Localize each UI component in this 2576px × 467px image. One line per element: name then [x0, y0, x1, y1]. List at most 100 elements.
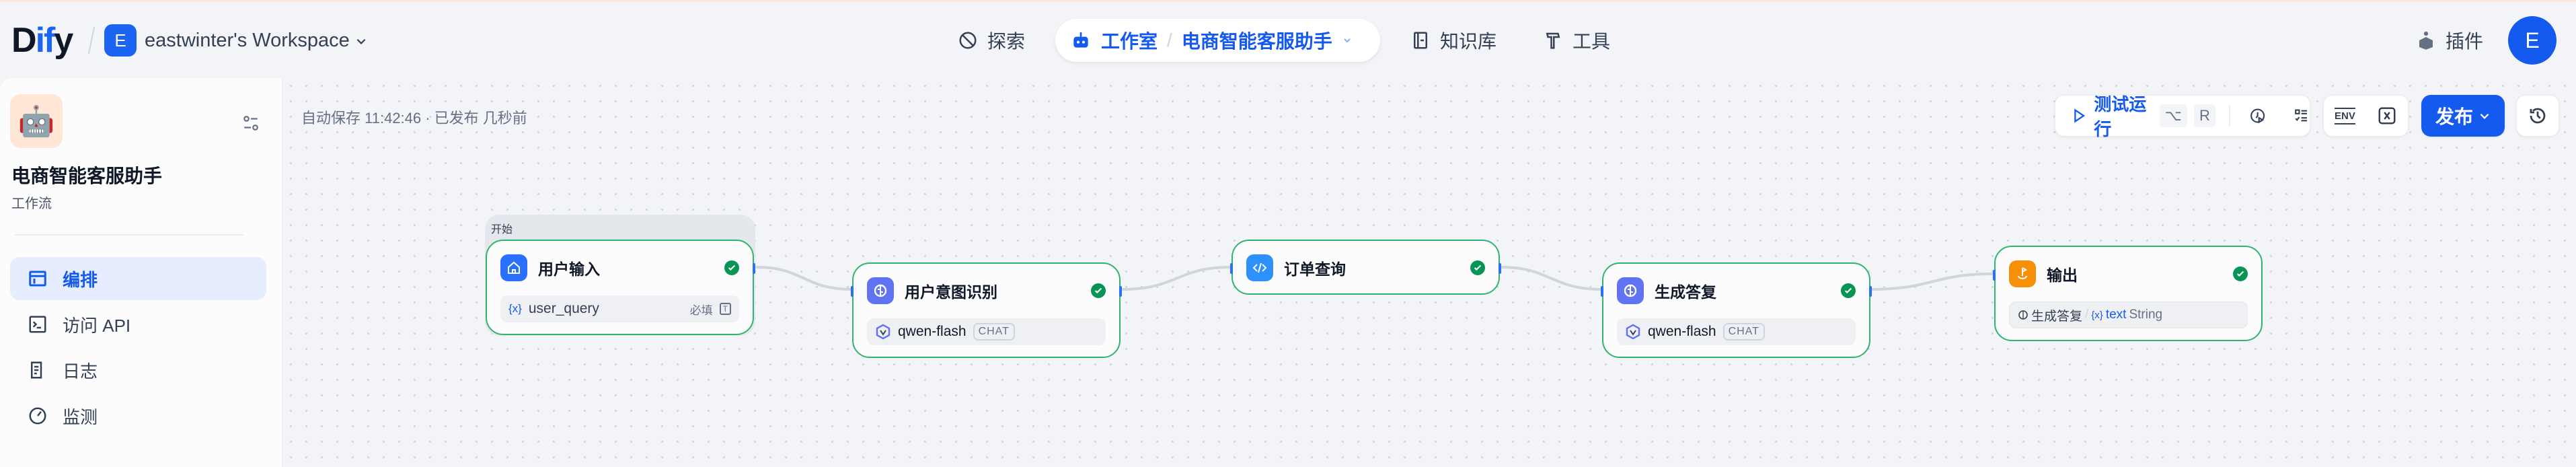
publish-label: 发布: [2435, 106, 2473, 127]
app-sidebar: 🤖 电商智能客服助手 工作流 编排 访问 API 日志 监测: [0, 78, 282, 467]
document-icon: [31, 361, 42, 379]
run-history-icon[interactable]: [2249, 106, 2266, 126]
node-title: 用户输入: [538, 260, 600, 278]
terminal-icon: [29, 316, 46, 333]
node-generate-reply[interactable]: 生成答复 qwen-flash CHAT: [1601, 262, 1872, 358]
nav-explore-label: 探索: [987, 31, 1026, 52]
sidebar-item-label: 编排: [63, 269, 98, 290]
env-button[interactable]: ENV: [2335, 107, 2355, 124]
sidebar-item-label: 访问 API: [63, 315, 131, 336]
variables-group: ENV: [2323, 95, 2409, 137]
success-check-icon: [1841, 283, 1856, 298]
version-history-button[interactable]: [2516, 95, 2559, 137]
sidebar-item-orchestrate[interactable]: 编排: [10, 257, 266, 300]
checklist-icon[interactable]: [2293, 106, 2310, 126]
hammer-icon: [1546, 32, 1560, 49]
model-mode-tag: CHAT: [973, 323, 1015, 340]
node-output[interactable]: 输出 生成答复 / {x} text String: [1993, 246, 2263, 341]
start-group-label: 开始: [491, 224, 513, 236]
nav-knowledge-label: 知识库: [1440, 31, 1497, 52]
output-variable-type: String: [2129, 308, 2163, 322]
robot-icon: [1073, 32, 1088, 48]
nav-tools[interactable]: 工具: [1543, 24, 1610, 57]
workspace-avatar[interactable]: E: [104, 24, 137, 57]
app-icon: 🤖: [10, 94, 63, 148]
model-name: qwen-flash: [898, 324, 967, 339]
node-title: 用户意图识别: [905, 283, 997, 301]
node-order-lookup[interactable]: 订单查询: [1230, 240, 1501, 295]
edge: [755, 266, 852, 291]
chevron-down-icon: [1344, 38, 1351, 43]
current-app-name[interactable]: 电商智能客服助手: [1181, 31, 1332, 52]
nav-studio-label: 工作室: [1101, 31, 1158, 52]
nav-explore[interactable]: 探索: [958, 24, 1025, 57]
output-handle[interactable]: [753, 263, 755, 274]
edge: [1500, 266, 1602, 291]
compass-icon: [959, 32, 977, 49]
layout-icon: [29, 271, 46, 287]
nav-studio[interactable]: 工作室 / 电商智能客服助手: [1055, 19, 1380, 62]
edge: [1121, 266, 1232, 291]
qwen-model-icon: [876, 324, 891, 340]
llm-brain-icon: [2018, 310, 2028, 320]
input-handle[interactable]: [851, 286, 854, 297]
chevron-down-icon: [2480, 113, 2489, 119]
success-check-icon: [1470, 260, 1485, 275]
top-accent-line: [0, 0, 2576, 2]
test-run-group: 测试运行 ⌥ R: [2055, 94, 2310, 139]
node-intent-recognition[interactable]: 用户意图识别 qwen-flash CHAT: [851, 262, 1122, 358]
shortcut-alt: ⌥: [2159, 104, 2187, 127]
output-flag-icon: [2009, 260, 2036, 287]
variable-icon: {x}: [508, 302, 522, 315]
text-type-icon: T: [719, 303, 731, 315]
autosave-status: 自动保存 11:42:46 · 已发布 几秒前: [301, 110, 527, 127]
llm-brain-icon: [867, 277, 894, 304]
gauge-icon: [29, 407, 46, 425]
output-handle[interactable]: [1119, 286, 1122, 297]
llm-brain-icon: [1617, 277, 1644, 304]
nav-knowledge[interactable]: 知识库: [1410, 24, 1497, 57]
play-icon[interactable]: [2070, 106, 2087, 126]
cube-icon: [2419, 31, 2433, 50]
app-name: 电商智能客服助手: [11, 166, 163, 186]
sidebar-item-monitoring[interactable]: 监测: [10, 394, 266, 437]
settings-sliders-icon[interactable]: [242, 114, 260, 132]
dify-logo[interactable]: Dify: [11, 21, 73, 60]
chevron-down-icon: [356, 38, 366, 44]
sidebar-item-label: 日志: [63, 361, 98, 382]
plugins-button[interactable]: 插件: [2416, 24, 2483, 57]
book-icon: [1414, 32, 1427, 49]
publish-button[interactable]: 发布: [2421, 95, 2505, 137]
input-handle[interactable]: [1993, 270, 1996, 281]
shortcut-key: R: [2194, 104, 2215, 127]
breadcrumb-separator: /: [1167, 30, 1172, 50]
test-run-button[interactable]: 测试运行: [2094, 94, 2147, 139]
qwen-model-icon: [1626, 324, 1640, 340]
workspace-selector[interactable]: eastwinter's Workspace: [145, 30, 367, 52]
sidebar-item-logs[interactable]: 日志: [10, 349, 266, 392]
user-avatar[interactable]: E: [2508, 16, 2556, 65]
output-handle[interactable]: [1869, 286, 1872, 297]
variable-icon[interactable]: [2377, 106, 2397, 126]
output-source-node: 生成答复: [2031, 309, 2083, 324]
model-mode-tag: CHAT: [1722, 323, 1765, 340]
sidebar-item-label: 监测: [63, 406, 98, 427]
sidebar-divider: [15, 234, 243, 236]
input-handle[interactable]: [1230, 263, 1233, 274]
output-variable-name: text: [2105, 308, 2127, 322]
edge: [1870, 273, 1994, 291]
app-type: 工作流: [11, 196, 52, 211]
node-title: 订单查询: [1284, 260, 1346, 278]
sidebar-item-api[interactable]: 访问 API: [10, 303, 266, 346]
input-handle[interactable]: [1601, 286, 1603, 297]
required-label: 必填: [689, 303, 713, 317]
node-title: 输出: [2047, 266, 2078, 284]
model-name: qwen-flash: [1648, 324, 1716, 339]
success-check-icon: [2233, 266, 2248, 281]
node-user-input[interactable]: 用户输入 {x} user_query 必填 T: [486, 240, 755, 335]
success-check-icon: [724, 260, 739, 275]
workspace-name: eastwinter's Workspace: [145, 30, 350, 51]
output-handle[interactable]: [1499, 263, 1501, 274]
home-icon: [500, 254, 527, 281]
